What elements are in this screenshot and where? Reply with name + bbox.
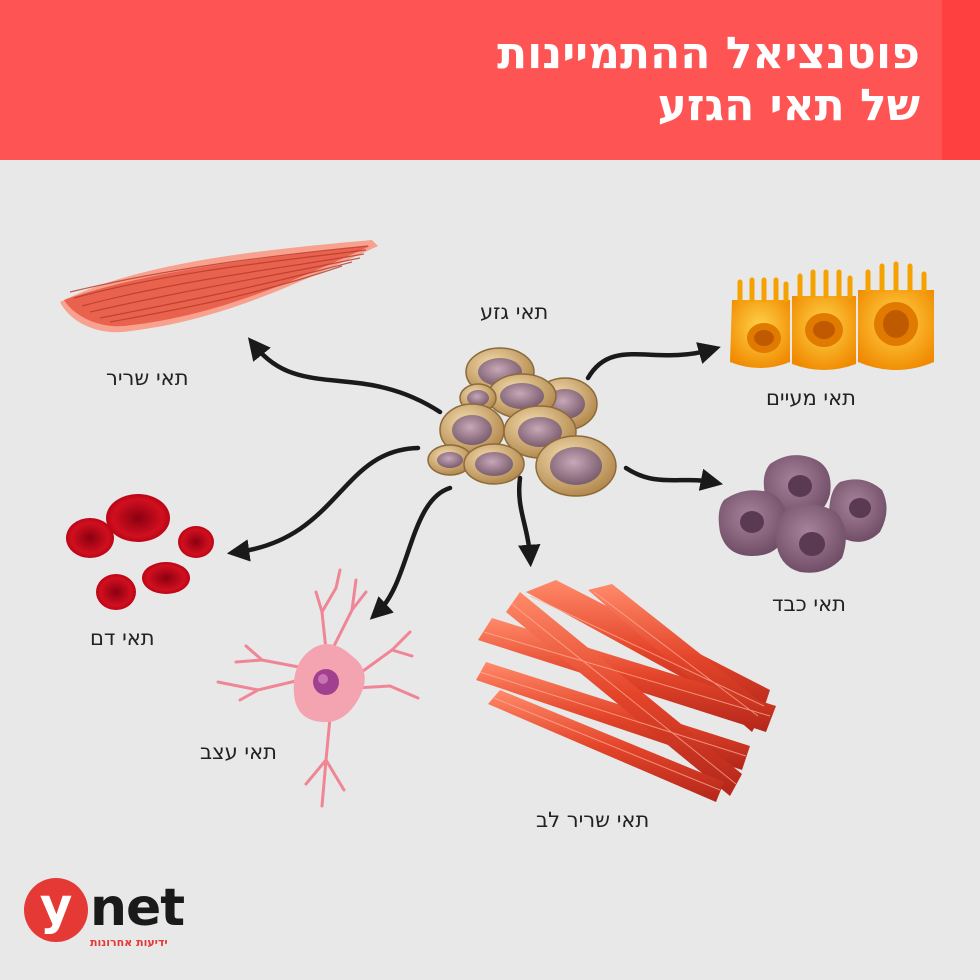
- label-heart-muscle-cells: תאי שריר לב: [536, 808, 650, 832]
- liver-cells-illustration: [718, 455, 887, 573]
- stem-cells-illustration: [427, 347, 617, 497]
- logo-tagline: ידיעות אחרונות: [90, 936, 168, 949]
- title-line-1: פוטנציאל ההתמיינות: [497, 28, 920, 79]
- page-title: פוטנציאל ההתמיינות של תאי הגזע: [497, 28, 920, 132]
- ynet-logo: y net ידיעות אחרונות: [24, 878, 194, 958]
- header-banner: [0, 0, 980, 160]
- arrow-to-intestine: [585, 342, 721, 381]
- label-liver-cells: תאי כבד: [772, 592, 846, 616]
- label-nerve-cells: תאי עצב: [200, 740, 277, 764]
- label-intestine-cells: תאי מעיים: [766, 386, 856, 410]
- arrow-to-heart: [517, 475, 541, 568]
- arrow-to-nerve: [369, 485, 453, 620]
- label-blood-cells: תאי דם: [90, 626, 155, 650]
- arrow-to-liver: [623, 465, 724, 491]
- nerve-cell-illustration: [216, 568, 420, 808]
- logo-word: net: [90, 878, 185, 938]
- arrow-to-blood: [226, 445, 421, 562]
- muscle-cell-illustration: [60, 240, 378, 333]
- blood-cells-illustration: [66, 494, 214, 610]
- arrow-to-muscle: [247, 337, 443, 415]
- intestine-cells-illustration: [730, 261, 934, 370]
- differentiation-arrows: [226, 337, 724, 620]
- label-muscle-cells: תאי שריר: [106, 366, 189, 390]
- label-stem-cells: תאי גזע: [480, 300, 549, 324]
- logo-mark: y: [24, 878, 88, 942]
- title-line-2: של תאי הגזע: [657, 80, 920, 131]
- heart-muscle-illustration: [476, 580, 776, 802]
- header-accent-strip: [942, 0, 980, 160]
